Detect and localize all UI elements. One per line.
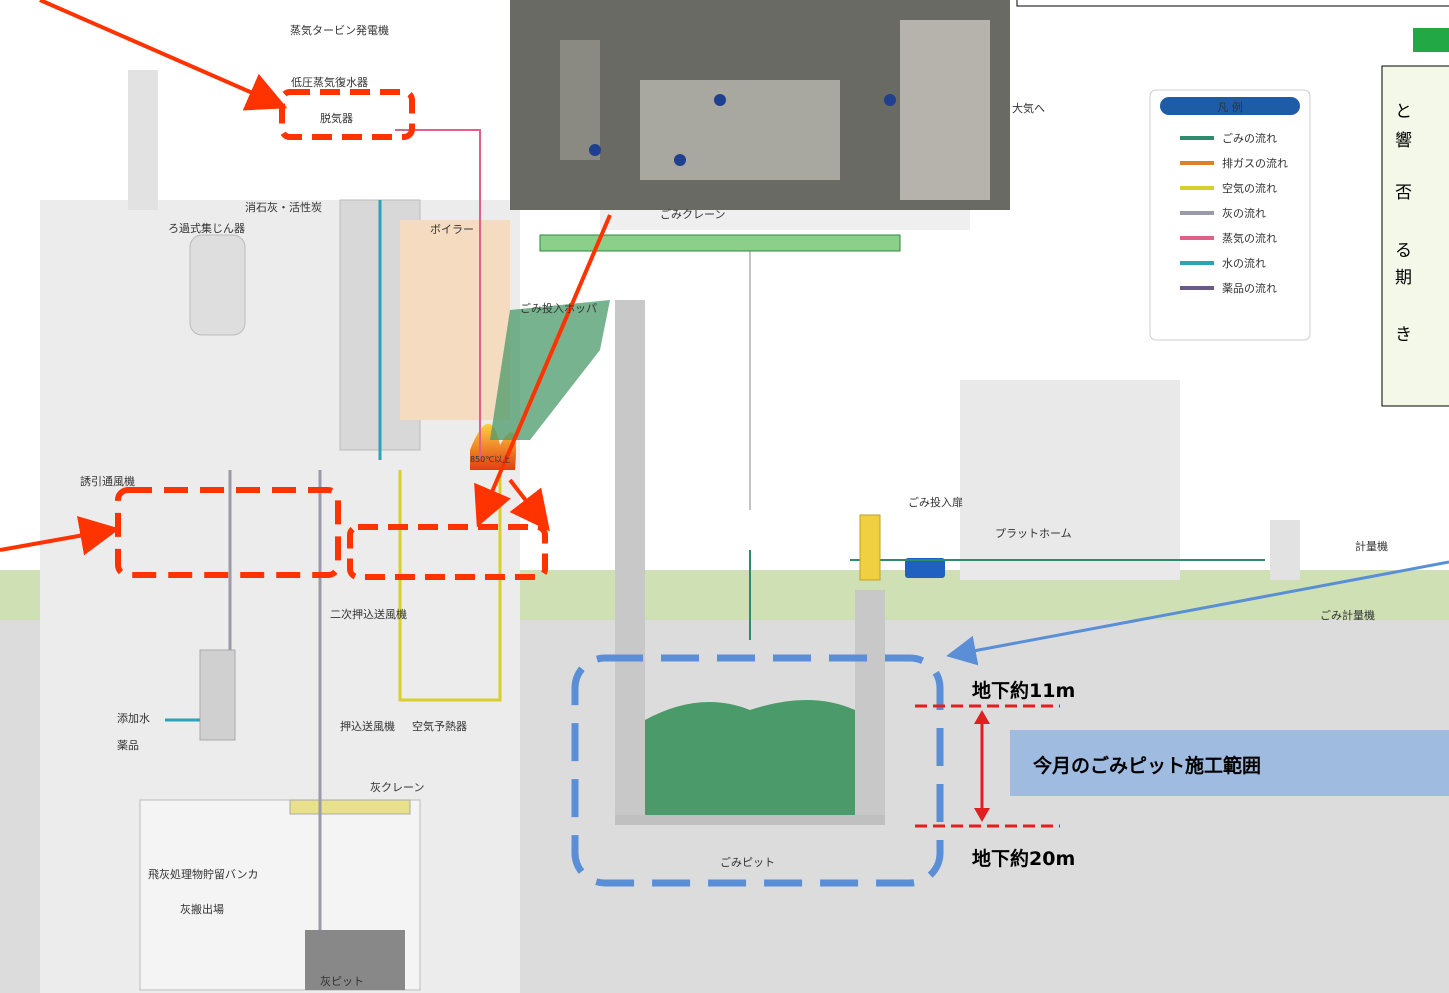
legend-item-label: 薬品の流れ (1222, 281, 1277, 295)
worker (589, 144, 601, 156)
worker (714, 94, 726, 106)
label-furnace-temp: 850℃以上 (470, 455, 510, 464)
legend-box (1149, 89, 1311, 341)
label-id-fan: 誘引通風機 (80, 474, 135, 488)
legend-item-label: 排ガスの流れ (1222, 156, 1288, 170)
label-condenser: 低圧蒸気復水器 (291, 75, 368, 89)
label-primary-fan: 押込送風機 (340, 719, 395, 733)
ash-pit (305, 930, 405, 990)
arrow-from-photo (474, 214, 612, 528)
boiler-gas-path (400, 220, 510, 420)
depth-arrow-down (974, 808, 990, 822)
waste-pile (645, 700, 855, 815)
arrow-to-deaerator (39, 0, 288, 111)
depth-arrow-up (974, 710, 990, 724)
depth-20m-label: 地下約20m (972, 847, 1075, 870)
label-platform: プラットホーム (995, 527, 1072, 540)
pit-floor (615, 815, 885, 825)
stack (128, 70, 158, 210)
legend-item-label: 蒸気の流れ (1222, 231, 1277, 245)
air-line (398, 470, 502, 702)
worker (884, 94, 896, 106)
label-waste-pit: ごみピット (720, 855, 775, 869)
photo-element (560, 40, 600, 160)
label-water: 添加水 (117, 711, 150, 725)
label-secondary-fan: 二次押込送風機 (330, 607, 407, 621)
platform-building (960, 380, 1180, 580)
construction-range-banner (1010, 730, 1449, 796)
top-text-box (1016, 0, 1449, 7)
legend-item-label: ごみの流れ (1222, 131, 1277, 145)
legend-item-label: 水の流れ (1222, 256, 1266, 270)
note-char: 否 (1395, 183, 1412, 203)
note-char: と (1395, 102, 1412, 122)
deaerator-highlight (279, 89, 415, 140)
worker (674, 154, 686, 166)
photo-element (900, 20, 990, 200)
construction-range-text: 今月のごみピット施工範囲 (1032, 754, 1261, 777)
photo-element (640, 80, 840, 180)
label-scale: 計量機 (1355, 539, 1388, 553)
arrow-to-waste-pit (946, 560, 1449, 666)
label-bag-filter: ろ過式集じん器 (168, 221, 245, 235)
label-deaerator: 脱気器 (320, 111, 353, 125)
ash-silo (199, 649, 236, 741)
label-scale2: ごみ計量機 (1320, 608, 1375, 622)
label-exhaust: 大気へ (1012, 101, 1045, 115)
waste-hopper (490, 300, 610, 440)
legend-item-label: 空気の流れ (1222, 181, 1277, 195)
green-marker (1413, 28, 1449, 52)
label-turbine: 蒸気タービン発電機 (290, 23, 389, 37)
label-fly-ash-bunker: 飛灰処理物貯留バンカ (148, 867, 259, 881)
scale-house (1270, 520, 1300, 580)
label-crane: ごみクレーン (660, 207, 725, 221)
crane-rail (539, 234, 901, 252)
arrow-to-furnace-base (508, 478, 550, 532)
arrow-to-id-fan (0, 515, 120, 556)
label-slaked-lime: 消石灰・活性炭 (245, 200, 322, 214)
legend-title: 凡 例 (1217, 100, 1243, 114)
label-ash-out: 灰搬出場 (180, 902, 224, 916)
label-hopper: ごみ投入ホッパ (520, 301, 597, 315)
note-char: る (1395, 241, 1412, 261)
depth-11m-label: 地下約11m (972, 679, 1075, 702)
charging-door (859, 514, 881, 581)
pit-wall-right (855, 590, 885, 820)
legend-title-pill (1160, 97, 1300, 115)
label-ash-crane: 灰クレーン (370, 780, 424, 794)
label-air-heater: 空気予熱器 (412, 719, 467, 733)
label-ash-pit: 灰ピット (320, 974, 364, 988)
label-chemical: 薬品 (117, 739, 139, 752)
pit-wall-left (615, 300, 645, 820)
label-charging-door: ごみ投入扉 (908, 495, 963, 509)
legend-item-label: 灰の流れ (1222, 206, 1266, 220)
note-char: 期 (1395, 268, 1412, 288)
label-boiler: ボイラー (430, 223, 474, 236)
note-char: 響 (1395, 131, 1412, 151)
steam-line (395, 129, 481, 460)
bag-filter (189, 234, 246, 336)
note-box (1381, 65, 1449, 407)
collection-truck (905, 558, 945, 578)
note-char: き (1395, 325, 1412, 345)
ash-crane (289, 799, 411, 815)
